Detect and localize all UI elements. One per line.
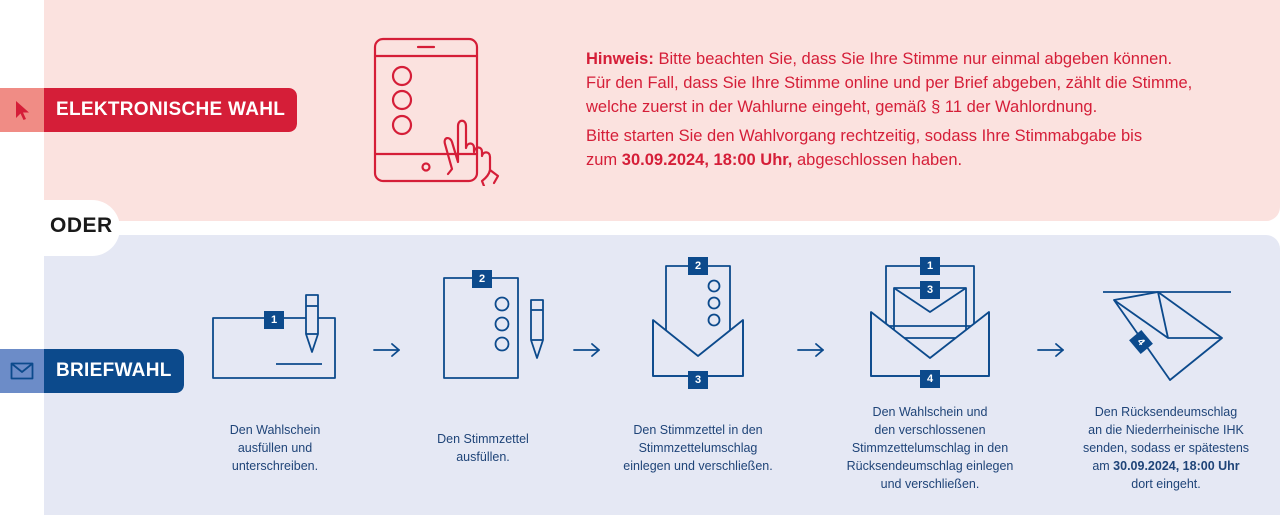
- envelope-icon: [0, 349, 44, 393]
- step-1-badge: 1: [264, 311, 284, 329]
- hint-line-2: Für den Fall, dass Sie Ihre Stimme onlin…: [586, 74, 1193, 92]
- hint-line-3: welche zuerst in der Wahlurne eingeht, g…: [586, 98, 1098, 116]
- step-5-mail-slot-icon: [1103, 291, 1231, 381]
- electronic-vote-badge: ELEKTRONISCHE WAHL: [0, 88, 298, 132]
- electronic-vote-label: ELEKTRONISCHE WAHL: [44, 88, 298, 132]
- step-1-caption-line: Den Wahlschein: [229, 423, 321, 437]
- step-5-caption: Den Rücksendeumschlag an die Niederrhein…: [1080, 403, 1252, 493]
- postal-vote-label: BRIEFWAHL: [44, 349, 184, 393]
- step-5-caption-prefix: am: [1092, 459, 1114, 473]
- separator-label: ODER: [50, 214, 113, 237]
- arrow-right-icon: [573, 343, 600, 357]
- step-4-caption-line: Den Wahlschein und: [872, 405, 988, 419]
- hint-label: Hinweis:: [586, 50, 654, 68]
- step-2-ballot-paper-icon: [443, 277, 544, 379]
- step-2-badge: 2: [472, 270, 492, 288]
- electronic-vote-hint: Hinweis: Bitte beachten Sie, dass Sie Ih…: [586, 47, 1246, 177]
- arrow-right-icon: [797, 343, 824, 357]
- step-3-badge-ballot: 2: [688, 257, 708, 275]
- step-4-caption-line: und verschließen.: [880, 477, 980, 491]
- step-3-caption: Den Stimmzettel in den Stimmzettelumschl…: [618, 421, 778, 475]
- step-5-caption-line: senden, sodass er spätestens: [1082, 441, 1250, 455]
- deadline-prefix: zum: [586, 151, 622, 169]
- hint-line-1: Bitte beachten Sie, dass Sie Ihre Stimme…: [658, 50, 1173, 68]
- arrow-right-icon: [373, 343, 400, 357]
- step-5-caption-line: dort eingeht.: [1131, 477, 1201, 491]
- tablet-touch-icon: [373, 37, 500, 186]
- step-1-caption-line: unterschreiben.: [231, 459, 319, 473]
- step-1-ballot-card-icon: [212, 294, 336, 379]
- step-3-caption-line: Den Stimmzettel in den: [633, 423, 763, 437]
- postal-vote-badge: BRIEFWAHL: [0, 349, 184, 393]
- step-4-badge-return-envelope: 4: [920, 370, 940, 388]
- step-4-caption: Den Wahlschein und den verschlossenen St…: [846, 403, 1014, 493]
- step-1-caption: Den Wahlschein ausfüllen und unterschrei…: [222, 421, 328, 475]
- cursor-icon: [0, 88, 44, 132]
- step-5-caption-date: 30.09.2024, 18:00 Uhr: [1113, 459, 1240, 473]
- step-5-caption-line: Den Rücksendeumschlag: [1094, 405, 1238, 419]
- separator-tab: [0, 200, 120, 256]
- step-2-caption-line: Den Stimmzettel: [437, 432, 529, 446]
- step-5-caption-line: an die Niederrheinische IHK: [1088, 423, 1244, 437]
- step-1-caption-line: ausfüllen und: [237, 441, 313, 455]
- deadline-date: 30.09.2024, 18:00 Uhr,: [621, 151, 793, 169]
- arrow-right-icon: [1037, 343, 1064, 357]
- step-4-caption-line: Rücksendeumschlag einlegen: [846, 459, 1014, 473]
- step-4-badge-inner-envelope: 3: [920, 281, 940, 299]
- deadline-line-1: Bitte starten Sie den Wahlvorgang rechtz…: [586, 127, 1143, 145]
- step-3-badge-envelope: 3: [688, 371, 708, 389]
- deadline-suffix: abgeschlossen haben.: [792, 151, 963, 169]
- step-3-envelope-ballot-icon: [652, 265, 744, 377]
- step-4-return-envelope-icon: [870, 265, 990, 377]
- step-2-caption-line: ausfüllen.: [456, 450, 510, 464]
- step-3-caption-line: einlegen und verschließen.: [623, 459, 773, 473]
- step-4-caption-line: den verschlossenen: [874, 423, 986, 437]
- step-2-caption: Den Stimmzettel ausfüllen.: [430, 430, 536, 466]
- step-4-badge-card: 1: [920, 257, 940, 275]
- step-3-caption-line: Stimmzettelumschlag: [638, 441, 758, 455]
- step-4-caption-line: Stimmzettelumschlag in den: [851, 441, 1009, 455]
